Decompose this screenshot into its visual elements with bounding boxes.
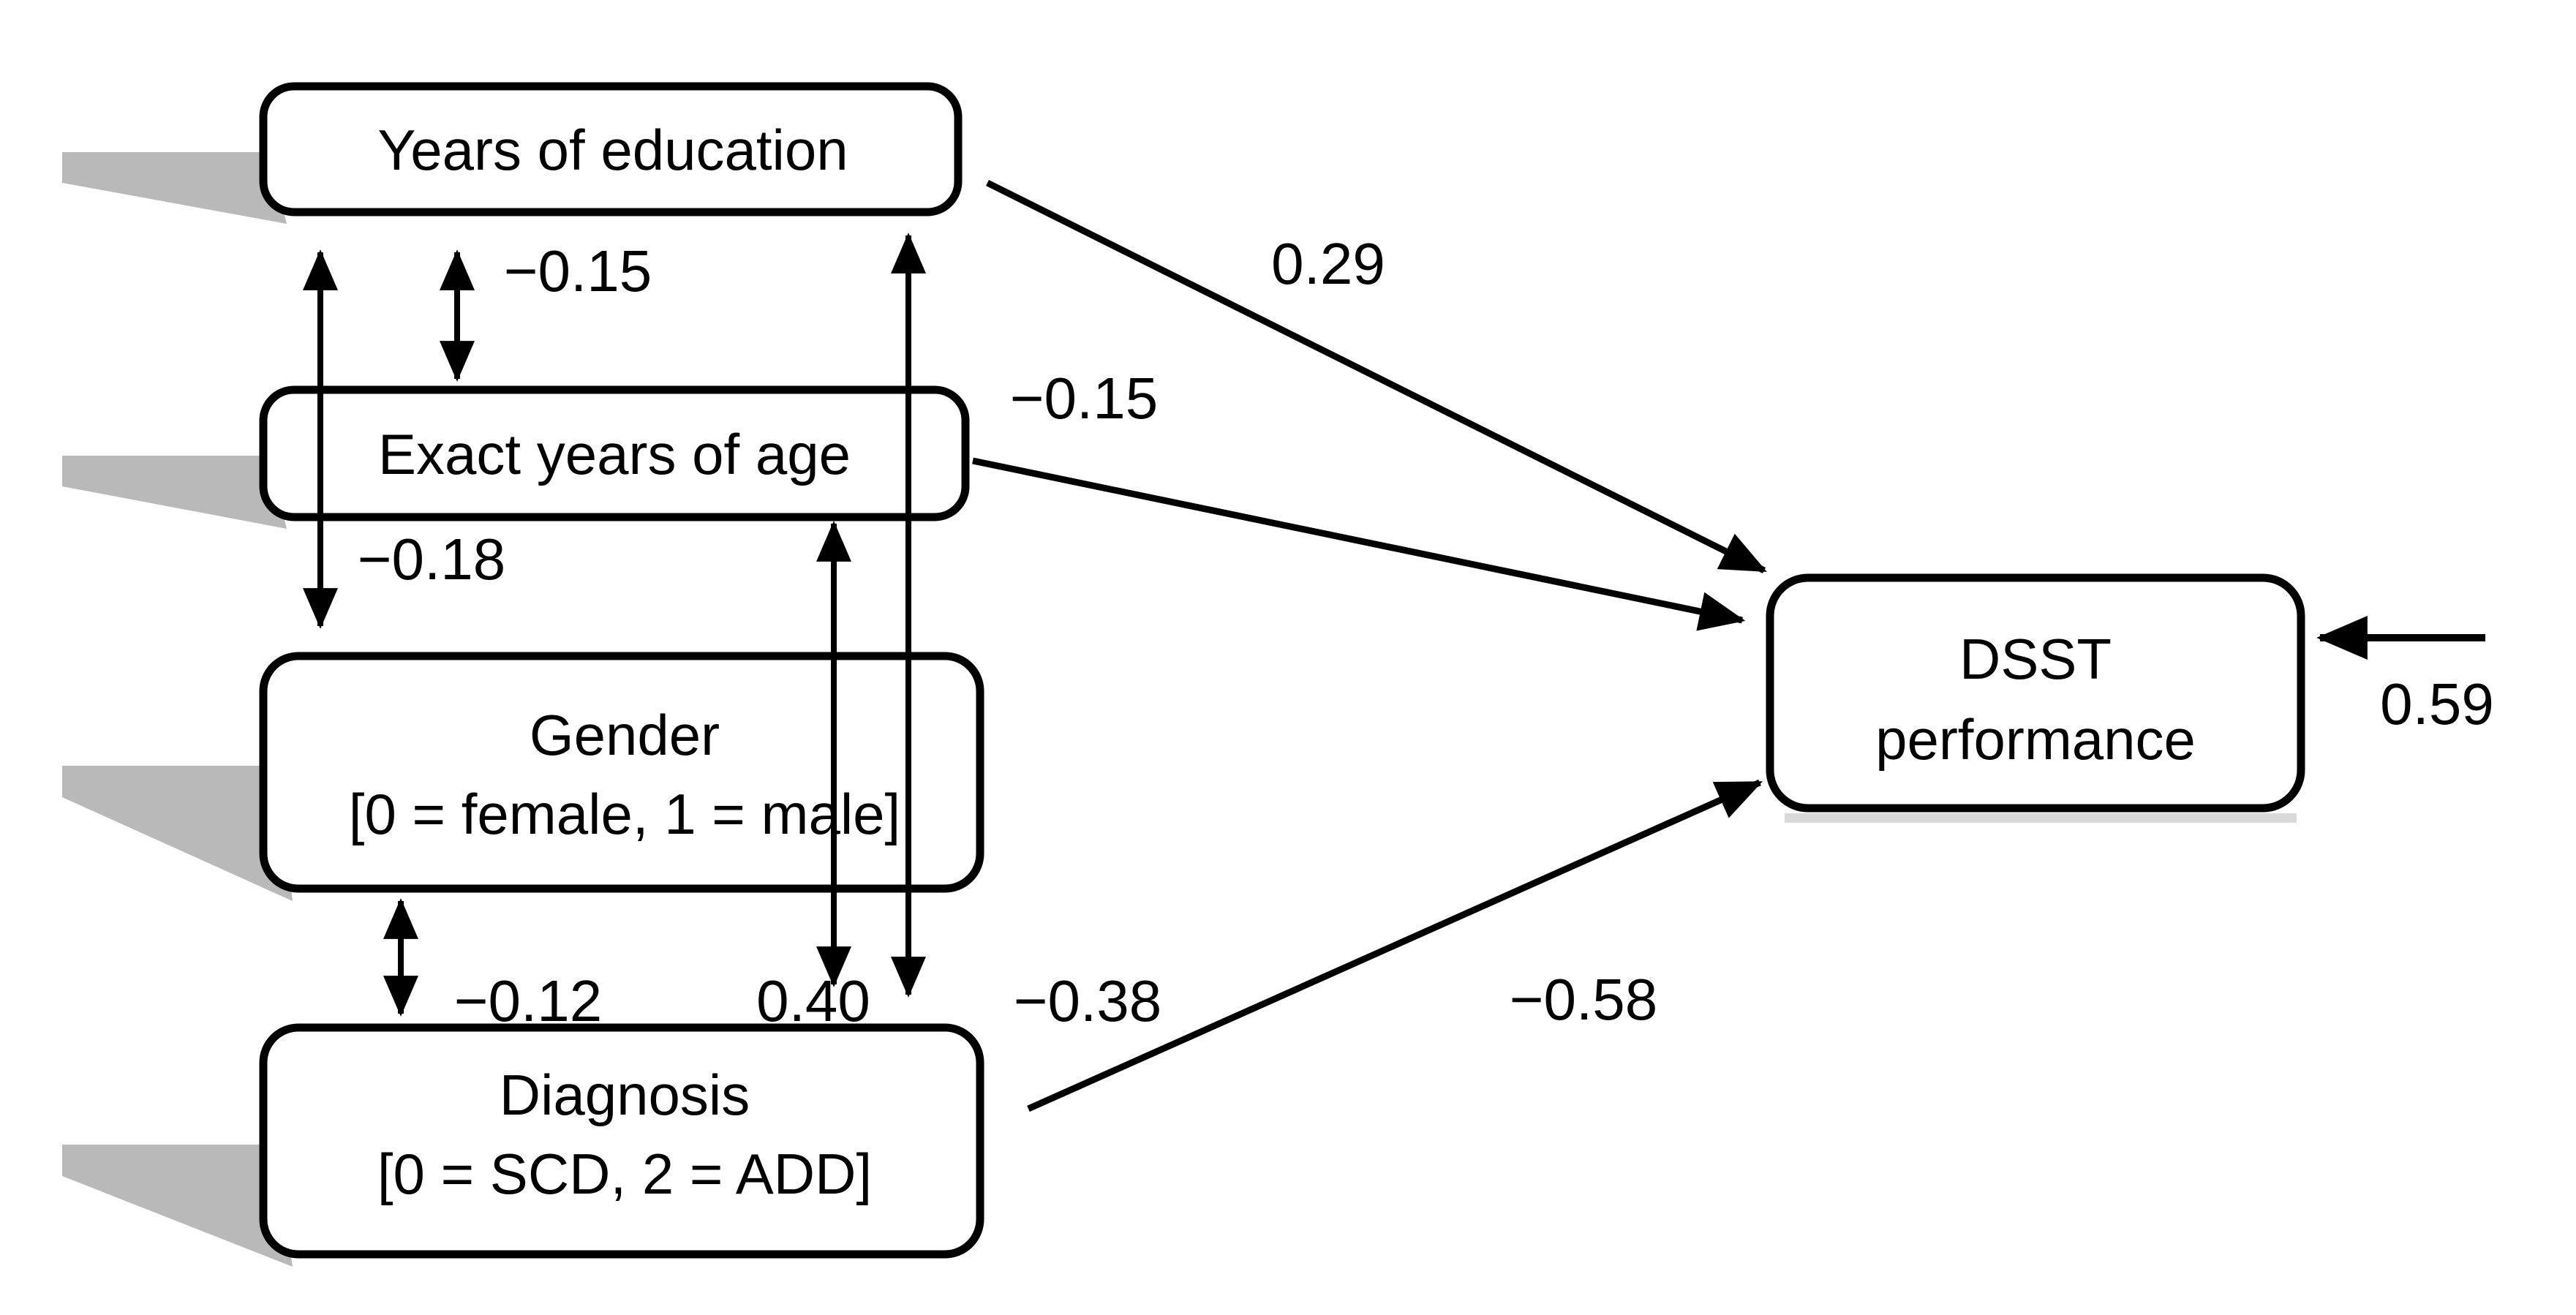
path-label-age-to-dsst: −0.15 — [1010, 366, 1158, 431]
node-gender: Gender [0 = female, 1 = male] — [259, 652, 984, 893]
gender-label-line1: Gender — [530, 703, 720, 767]
residual-label-dsst: 0.59 — [2380, 671, 2494, 736]
diagnosis-box-shadow — [62, 1145, 293, 1267]
gender-box-shadow — [62, 766, 293, 901]
path-arrow-diagnosis-to-dsst — [1027, 779, 1763, 1112]
covariance-label-education-gender: −0.18 — [358, 527, 505, 592]
years-of-education-box — [259, 82, 963, 216]
covariance-label-education-age: −0.15 — [504, 238, 652, 304]
years-of-education-label: Years of education — [377, 118, 848, 182]
node-years-of-education: Years of education — [259, 82, 963, 216]
path-label-diagnosis-to-dsst: −0.58 — [1510, 967, 1657, 1032]
gender-label-line2: [0 = female, 1 = male] — [349, 782, 900, 846]
path-arrow-education-to-dsst — [985, 179, 1767, 574]
covariance-label-education-diagnosis: −0.38 — [1014, 968, 1161, 1033]
dsst-label-line1: DSST — [1959, 627, 2112, 691]
node-diagnosis: Diagnosis [0 = SCD, 2 = ADD] — [259, 1023, 984, 1259]
node-dsst-performance: DSST performance — [1766, 573, 2305, 813]
covariance-label-gender-diagnosis: −0.12 — [454, 968, 602, 1033]
diagnosis-box — [259, 1023, 984, 1259]
exact-years-of-age-label: Exact years of age — [378, 422, 851, 486]
path-label-education-to-dsst: 0.29 — [1271, 231, 1385, 296]
dsst-box-shadow — [1785, 813, 2297, 823]
dsst-label-line2: performance — [1875, 707, 2196, 772]
node-exact-years-of-age: Exact years of age — [259, 385, 970, 521]
covariance-label-age-diagnosis: 0.40 — [756, 968, 870, 1033]
gender-box — [259, 652, 984, 893]
exact-years-of-age-box — [259, 385, 970, 521]
education-box-shadow — [62, 152, 287, 224]
diagnosis-label-line2: [0 = SCD, 2 = ADD] — [377, 1142, 872, 1206]
dsst-performance-box — [1766, 573, 2305, 813]
age-box-shadow — [62, 456, 287, 529]
diagnosis-label-line1: Diagnosis — [500, 1063, 750, 1127]
path-arrow-age-to-dsst — [972, 457, 1746, 631]
